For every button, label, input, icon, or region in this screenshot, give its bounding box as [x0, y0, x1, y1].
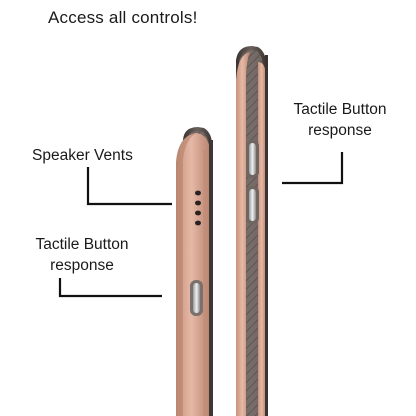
callout-tactile-left-line1: Tactile Button	[35, 236, 129, 253]
callout-tactile-right-line2: response	[308, 122, 372, 139]
right-phone-case	[236, 46, 268, 416]
page-heading: Access all controls!	[48, 8, 198, 27]
callout-tactile-button-left-label: Tactile Button response	[14, 234, 150, 276]
speaker-vents-callout-line	[86, 167, 172, 206]
right-upper-side-button-icon	[246, 140, 259, 178]
right-lower-side-button-icon	[246, 186, 259, 224]
left-phone-case	[176, 127, 213, 416]
tactile-left-callout-line	[58, 278, 162, 298]
callout-tactile-left-line2: response	[50, 257, 114, 274]
callout-speaker-vents-label: Speaker Vents	[32, 147, 133, 164]
speaker-vent-dots-icon	[195, 190, 201, 226]
tactile-right-callout-line	[282, 152, 344, 185]
callout-lines	[58, 152, 344, 298]
left-side-button-icon	[190, 280, 203, 316]
callout-tactile-right-line1: Tactile Button	[293, 101, 387, 118]
callout-tactile-button-right-label: Tactile Button response	[282, 99, 398, 141]
